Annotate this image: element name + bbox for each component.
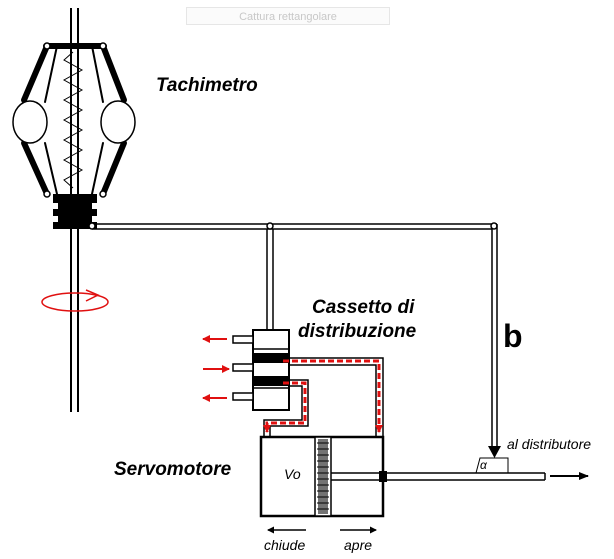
oil-flow-path — [263, 359, 383, 433]
label-b: b — [503, 318, 523, 354]
pilot-valve — [232, 329, 290, 411]
governor-spring — [62, 51, 84, 189]
servomotor-cylinder — [259, 435, 387, 518]
label-tachimetro: Tachimetro — [156, 75, 258, 96]
label-vo: Vo — [284, 466, 301, 482]
valve-stem — [266, 229, 274, 330]
rectangle-capture-button[interactable]: Cattura rettangolare — [186, 7, 390, 25]
label-chiude: chiude — [264, 537, 306, 553]
governor-sleeve — [53, 194, 97, 229]
label-servomotore: Servomotore — [114, 459, 232, 480]
valve-port-arrows — [202, 335, 230, 402]
label-alpha: α — [480, 458, 487, 472]
rotation-arrow-icon — [41, 289, 109, 312]
label-apre: apre — [344, 537, 373, 553]
output-rod — [387, 457, 589, 481]
governor-linkage — [21, 42, 127, 198]
label-cassetto-line2: distribuzione — [298, 321, 417, 342]
flyweight-balls — [12, 100, 136, 144]
label-cassetto-line1: Cassetto di — [312, 297, 415, 318]
lever-rod — [88, 222, 498, 230]
feedback-rod — [488, 224, 501, 458]
label-al-distributore: al distributore — [507, 436, 592, 452]
